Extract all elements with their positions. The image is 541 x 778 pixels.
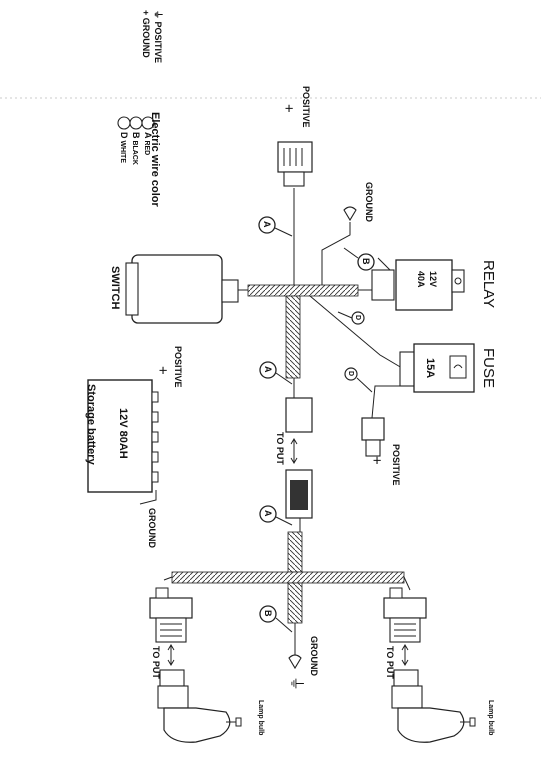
positive-top-label: POSITIVE	[301, 86, 311, 128]
legend-wire-title: Electric wire color	[149, 112, 161, 207]
relay-rating-bottom: 40A	[416, 271, 426, 288]
lamp-left-label: Lamp bulb	[257, 700, 264, 736]
marker-a-low	[259, 505, 277, 523]
legend-positive-row: ⏚ POSITIVE	[153, 10, 163, 64]
positive-top-connector	[277, 141, 313, 187]
legend-wire-code-d: D	[119, 132, 129, 139]
legend-wire-black: B BLACK	[131, 132, 141, 165]
switch	[125, 254, 239, 324]
legend-wire-color-white: WHITE	[119, 140, 126, 164]
relay	[371, 257, 465, 311]
right-lamp-assembly	[383, 587, 476, 743]
marker-b-top	[357, 253, 375, 271]
lamp-right-label: Lamp bulb	[487, 700, 494, 736]
legend-circles	[117, 116, 155, 130]
battery-rating: 12V 80AH	[117, 408, 129, 459]
ground-bottom-symbol: ⏚	[288, 676, 305, 692]
mid-to-put-connectors	[285, 397, 313, 532]
legend-wire-red: A RED	[143, 132, 153, 156]
ground-bottom-lug	[288, 654, 302, 670]
positive-top-plus: +	[280, 104, 297, 113]
relay-rating-top: 12V	[428, 271, 438, 288]
battery-label: Storage battery	[85, 384, 97, 465]
legend-ground-label: GROUND	[141, 17, 151, 58]
lower-harness	[163, 531, 411, 655]
marker-b-low	[259, 605, 277, 623]
ground-top-label: GROUND	[364, 182, 374, 222]
legend-ground-symbol: +	[141, 10, 151, 16]
marker-d-fuse-letter: D	[347, 371, 354, 377]
to-put-mid-label: TO PUT	[275, 432, 285, 465]
marker-a-mid	[259, 361, 277, 379]
marker-d-fuse	[344, 367, 358, 381]
upper-harness	[238, 188, 418, 419]
positive-fuse-label: POSITIVE	[391, 444, 401, 486]
legend-wire-color-red: RED	[143, 140, 150, 156]
left-lamp-assembly	[149, 587, 242, 743]
marker-a-mid-letter: A	[263, 366, 273, 373]
legend-ground-row: + GROUND	[141, 10, 151, 58]
positive-fuse-plus: +	[368, 456, 385, 465]
switch-label: SWITCH	[109, 266, 121, 310]
marker-a-top	[258, 216, 276, 234]
to-put-right-label: TO PUT	[385, 646, 395, 679]
positive-battery-plus: +	[154, 366, 171, 375]
marker-b-top-letter: B	[361, 258, 371, 265]
fuse-label: FUSE	[480, 348, 497, 389]
marker-a-low-letter: A	[263, 510, 273, 517]
fuse-rating: 15A	[424, 358, 436, 379]
ground-top-lug	[343, 206, 357, 222]
legend-wire-color-black: BLACK	[131, 140, 138, 165]
legend-positive-label: POSITIVE	[153, 21, 163, 64]
positive-battery-label: POSITIVE	[173, 346, 183, 388]
legend-wire-code-a: A	[143, 132, 153, 139]
fuse	[399, 343, 475, 393]
to-put-left-label: TO PUT	[151, 646, 161, 679]
legend-wire-code-b: B	[131, 132, 141, 139]
marker-b-low-letter: B	[263, 610, 273, 617]
wire-markers	[258, 216, 375, 633]
battery	[87, 379, 159, 505]
legend-positive-symbol: ⏚	[153, 10, 163, 20]
marker-a-top-letter: A	[262, 221, 272, 228]
positive-fuse-connector	[361, 417, 385, 457]
marker-d-relay-letter: D	[354, 315, 361, 321]
ground-bottom-label: GROUND	[309, 636, 319, 676]
ground-battery-label: GROUND	[147, 508, 157, 548]
relay-label: RELAY	[480, 260, 497, 309]
legend-wire-white: D WHITE	[119, 132, 129, 164]
